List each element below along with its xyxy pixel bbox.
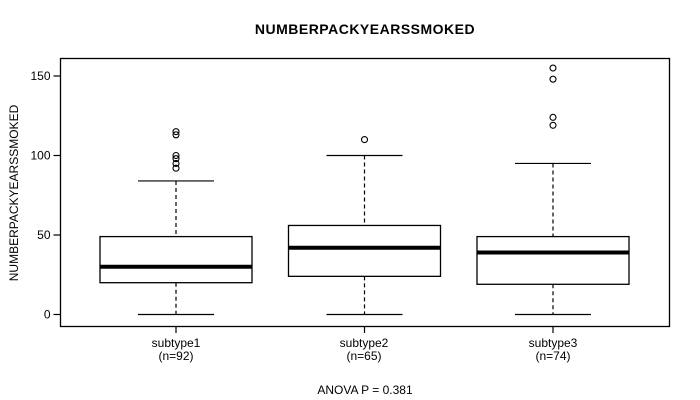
iqr-box [476, 235, 630, 285]
y-tick-label: 150 [30, 69, 50, 83]
outlier-point [549, 75, 557, 83]
x-tick-label-subtype2: subtype2 (n=65) [340, 337, 389, 363]
outlier-point [172, 128, 180, 136]
outlier-point [549, 121, 557, 129]
outlier-point [549, 64, 557, 72]
outlier-point [172, 155, 180, 163]
y-tick-label: 0 [44, 308, 51, 322]
outlier-point [172, 131, 180, 139]
y-tick-label: 100 [30, 149, 50, 163]
outlier-point [172, 164, 180, 172]
x-tick-label-subtype3: subtype3 (n=74) [529, 337, 578, 363]
x-tick-label-subtype1: subtype1 (n=92) [152, 337, 201, 363]
group-n-count: (n=74) [535, 349, 571, 363]
iqr-box [287, 224, 442, 277]
group-name: subtype2 [339, 336, 389, 350]
group-n-count: (n=92) [158, 349, 194, 363]
iqr-box [99, 235, 253, 284]
group-name: subtype3 [528, 336, 578, 350]
outlier-point [172, 159, 180, 167]
chart-title: NUMBERPACKYEARSSMOKED [254, 21, 476, 37]
group-n-count: (n=65) [346, 349, 382, 363]
anova-p-annotation: ANOVA P = 0.381 [317, 383, 413, 397]
outlier-point [360, 136, 369, 144]
y-tick-label: 50 [37, 228, 51, 242]
group-name: subtype1 [151, 336, 201, 350]
outlier-point [549, 113, 557, 121]
outlier-point [172, 151, 180, 160]
